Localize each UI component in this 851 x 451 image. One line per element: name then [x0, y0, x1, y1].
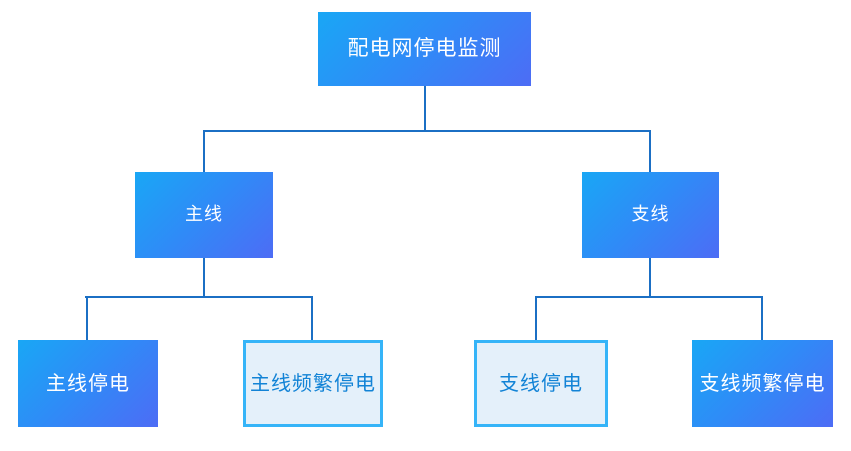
connector-bus-to-main-frequent-outage: [311, 296, 313, 341]
connector-bus-to-main-line: [203, 130, 205, 173]
connector-branch-line-horizontal-bus: [535, 296, 762, 298]
connector-bus-to-branch-line: [649, 130, 651, 173]
connector-branch-line-stem: [649, 258, 651, 298]
node-branch-line[interactable]: 支线: [582, 172, 719, 258]
connector-level2-horizontal-bus: [204, 130, 651, 132]
connector-bus-to-branch-outage: [535, 296, 537, 341]
node-main-line[interactable]: 主线: [135, 172, 273, 258]
node-main-line-outage[interactable]: 主线停电: [18, 340, 158, 427]
connector-bus-to-branch-frequent-outage: [761, 296, 763, 341]
node-main-line-frequent-outage[interactable]: 主线频繁停电: [243, 340, 383, 427]
node-root-outage-monitoring[interactable]: 配电网停电监测: [318, 12, 531, 86]
connector-main-line-stem: [203, 258, 205, 298]
node-branch-line-outage[interactable]: 支线停电: [474, 340, 608, 427]
connector-bus-to-main-outage: [86, 296, 88, 341]
node-branch-line-frequent-outage[interactable]: 支线频繁停电: [692, 340, 833, 427]
connector-root-to-level2-stem: [424, 86, 426, 131]
connector-main-line-horizontal-bus: [85, 296, 312, 298]
